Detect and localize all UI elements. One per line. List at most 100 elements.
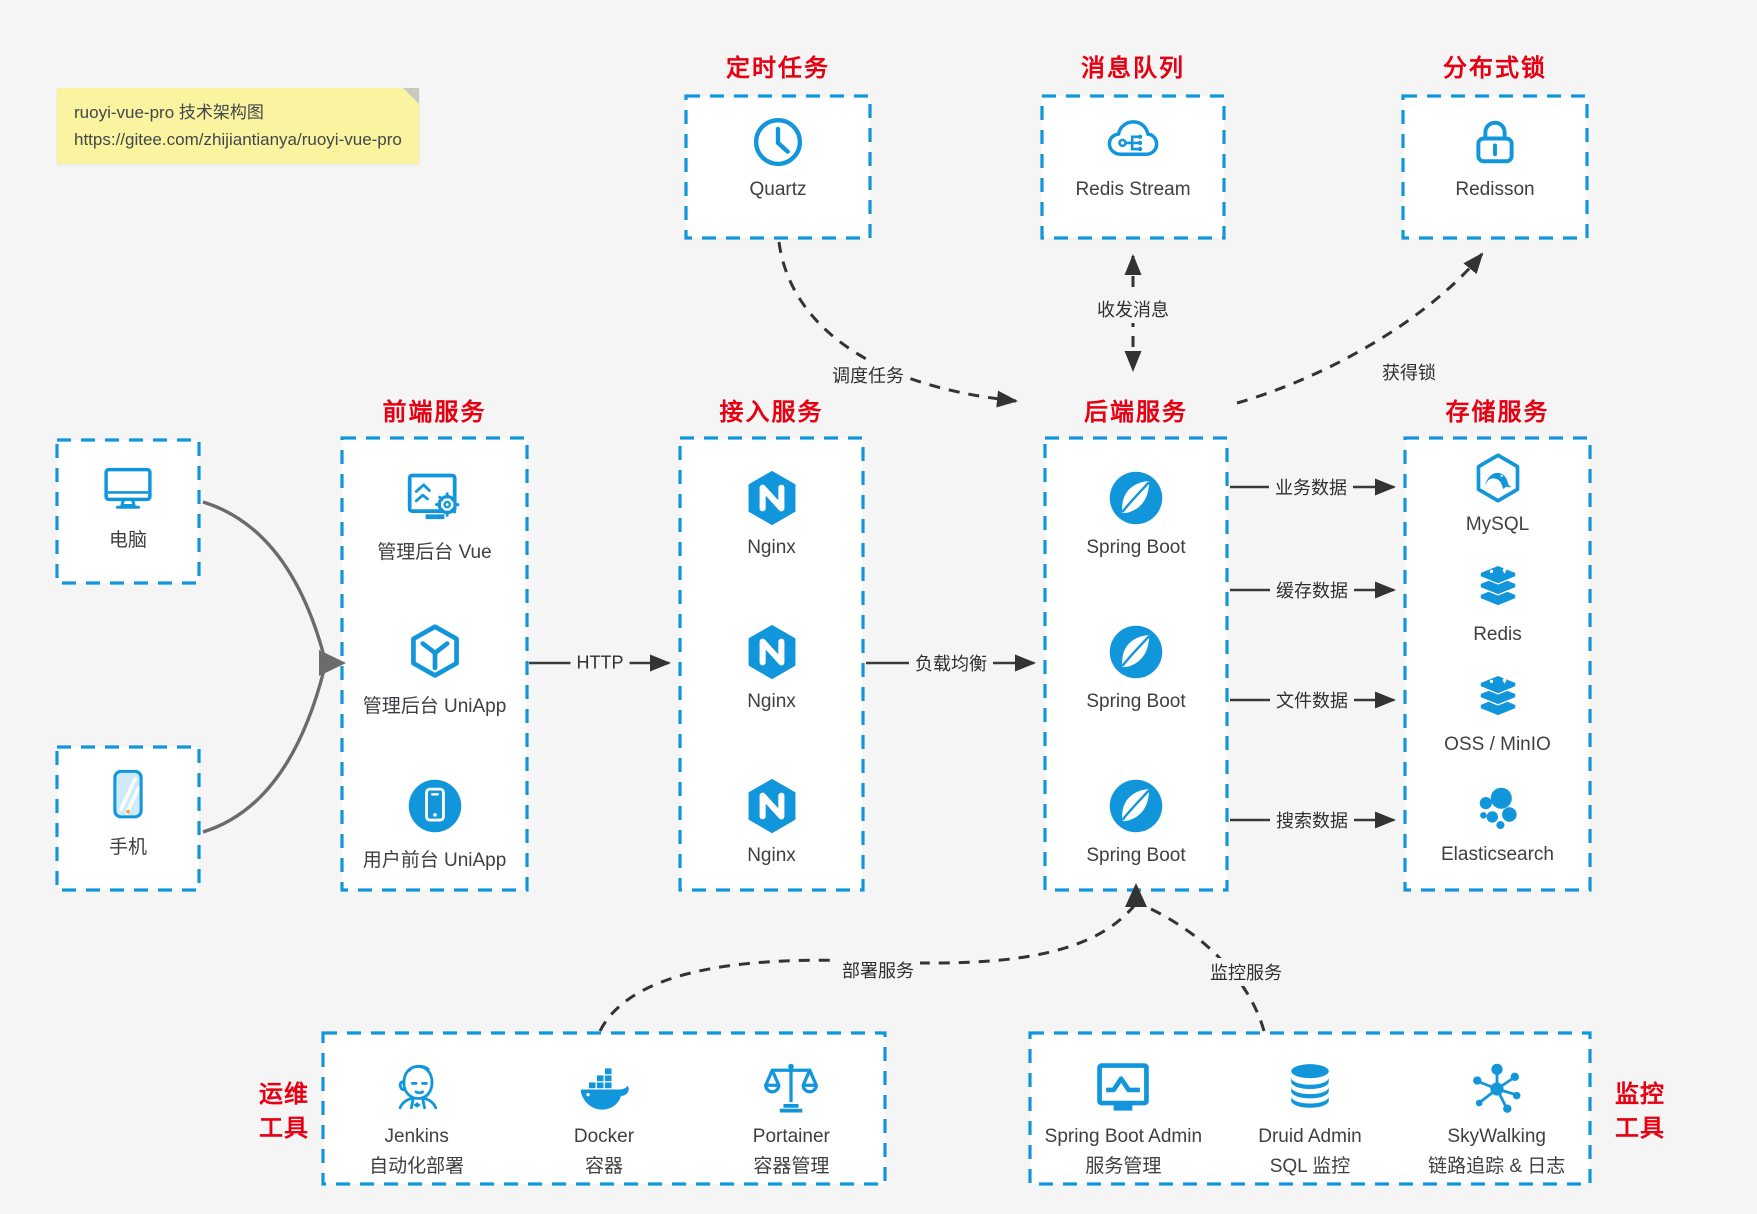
edge-label-file-data: 文件数据: [1270, 686, 1354, 714]
node-label: Redisson: [1455, 179, 1535, 200]
node-mysql: MySQL: [1405, 452, 1590, 536]
node-label: Elasticsearch: [1441, 844, 1554, 865]
node-label: Spring Boot: [1086, 537, 1186, 558]
node-spring-boot-2: Spring Boot: [1045, 622, 1227, 713]
node-redisson: Redisson: [1403, 114, 1587, 201]
node-label: Jenkins: [384, 1126, 449, 1147]
node-skywalking: SkyWalking 链路追踪 & 日志: [1403, 1059, 1590, 1184]
box-scheduled-tasks: Quartz: [686, 96, 870, 238]
group-title-storage-services: 存储服务: [1445, 399, 1550, 426]
node-redis: Redis: [1405, 562, 1590, 646]
node-label: 电脑: [108, 530, 147, 551]
node-label: 管理后台 Vue: [377, 542, 492, 563]
node-label: Portainer: [752, 1126, 830, 1147]
side-title-line: 运维: [259, 1081, 309, 1108]
node-label: Spring Boot: [1086, 691, 1186, 712]
side-title-devops: 运维 工具: [246, 1078, 322, 1145]
node-elasticsearch: Elasticsearch: [1405, 782, 1590, 866]
spring-boot-icon: [1106, 776, 1166, 836]
nginx-icon: [742, 468, 802, 528]
edge-label-cache-data: 缓存数据: [1270, 576, 1354, 604]
node-sublabel: SQL 监控: [1269, 1156, 1351, 1177]
node-jenkins: Jenkins 自动化部署: [323, 1059, 510, 1184]
edge-label-messaging: 收发消息: [1091, 295, 1175, 323]
clock-icon: [750, 114, 806, 170]
box-message-queue: Redis Stream: [1042, 96, 1224, 238]
node-label: Redis Stream: [1075, 179, 1191, 200]
uniapp-cube-icon: [405, 622, 465, 682]
node-docker: Docker 容器: [510, 1059, 697, 1184]
mobile-app-icon: [405, 776, 465, 836]
node-spring-boot-1: Spring Boot: [1045, 468, 1227, 559]
node-label: OSS / MinIO: [1444, 734, 1551, 755]
skywalking-icon: [1467, 1059, 1527, 1119]
edge-label-monitor: 监控服务: [1204, 958, 1288, 986]
nginx-icon: [742, 622, 802, 682]
lock-icon: [1467, 114, 1523, 170]
redis-stack-icon: [1472, 562, 1524, 614]
side-title-line: 监控: [1615, 1081, 1665, 1108]
node-nginx-1: Nginx: [680, 468, 863, 559]
portainer-icon: [761, 1059, 821, 1119]
side-title-monitor: 监控 工具: [1602, 1078, 1678, 1145]
box-backend-services: Spring Boot Spring Boot Spring Boot: [1045, 438, 1227, 890]
cloud-network-icon: [1105, 114, 1161, 170]
elasticsearch-icon: [1472, 782, 1524, 834]
docker-icon: [574, 1059, 634, 1119]
edge-label-lock: 获得锁: [1376, 358, 1442, 386]
oss-stack-icon: [1472, 672, 1524, 724]
node-label: SkyWalking: [1447, 1126, 1546, 1147]
node-label: 管理后台 UniApp: [362, 696, 507, 717]
node-portainer: Portainer 容器管理: [698, 1059, 885, 1184]
spring-boot-icon: [1106, 622, 1166, 682]
box-frontend-services: 管理后台 Vue 管理后台 UniApp 用户前台 UniApp: [342, 438, 527, 890]
node-label: Quartz: [749, 179, 807, 200]
group-title-frontend-services: 前端服务: [382, 399, 487, 426]
note-title-line: ruoyi-vue-pro 技术架构图: [74, 103, 264, 122]
spring-boot-icon: [1106, 468, 1166, 528]
group-title-gateway-services: 接入服务: [719, 399, 824, 426]
druid-icon: [1280, 1059, 1340, 1119]
node-label: 手机: [108, 837, 147, 858]
mysql-icon: [1472, 452, 1524, 504]
box-gateway-services: Nginx Nginx Nginx: [680, 438, 863, 890]
node-spring-boot-3: Spring Boot: [1045, 776, 1227, 867]
desktop-icon: [100, 460, 156, 516]
edge-label-search-data: 搜索数据: [1270, 806, 1354, 834]
box-distributed-lock: Redisson: [1403, 96, 1587, 238]
phone-icon: [100, 767, 156, 823]
edge-label-deploy: 部署服务: [836, 956, 920, 984]
node-label: Nginx: [747, 691, 796, 712]
edge-label-business-data: 业务数据: [1269, 473, 1353, 501]
node-druid-admin: Druid Admin SQL 监控: [1217, 1059, 1404, 1184]
sticky-note: ruoyi-vue-pro 技术架构图 https://gitee.com/zh…: [57, 88, 419, 165]
node-sublabel: 容器管理: [753, 1156, 830, 1177]
group-title-scheduled-tasks: 定时任务: [726, 55, 830, 82]
admin-dashboard-icon: [405, 468, 465, 528]
node-spring-boot-admin: Spring Boot Admin 服务管理: [1030, 1059, 1217, 1184]
nginx-icon: [742, 776, 802, 836]
node-label: MySQL: [1465, 514, 1530, 535]
node-sublabel: 服务管理: [1085, 1156, 1162, 1177]
node-sublabel: 容器: [584, 1156, 623, 1177]
group-title-backend-services: 后端服务: [1084, 399, 1188, 426]
note-url-line: https://gitee.com/zhijiantianya/ruoyi-vu…: [74, 130, 402, 150]
node-phone: 手机: [57, 767, 199, 859]
node-label: Nginx: [747, 845, 796, 866]
group-title-message-queue: 消息队列: [1081, 55, 1185, 82]
edge-label-load-balance: 负载均衡: [909, 649, 993, 677]
node-label: Redis: [1473, 624, 1522, 645]
node-admin-uniapp: 管理后台 UniApp: [342, 622, 527, 718]
node-quartz: Quartz: [686, 114, 870, 201]
box-monitor-tools: Spring Boot Admin 服务管理 Druid Admin SQL 监…: [1030, 1033, 1590, 1184]
node-label: Spring Boot: [1086, 845, 1186, 866]
node-desktop: 电脑: [57, 460, 199, 552]
node-nginx-2: Nginx: [680, 622, 863, 713]
spring-boot-admin-icon: [1093, 1059, 1153, 1119]
jenkins-icon: [387, 1059, 447, 1119]
node-sublabel: 链路追踪 & 日志: [1428, 1156, 1566, 1177]
edge-label-http: HTTP: [570, 651, 630, 675]
group-title-distributed-lock: 分布式锁: [1443, 55, 1547, 82]
box-devops-tools: Jenkins 自动化部署 Docker 容器 Portainer 容器管理: [323, 1033, 885, 1184]
